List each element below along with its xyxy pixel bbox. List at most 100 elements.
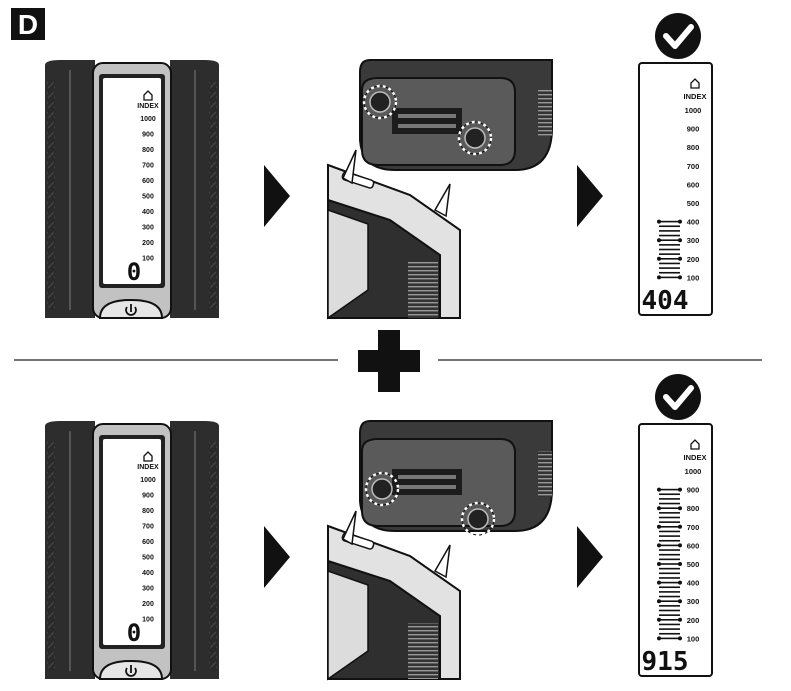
- contact-point: [369, 91, 391, 113]
- bar-segment: [659, 244, 680, 246]
- scale-value: 600: [687, 541, 700, 550]
- scale-value: 1000: [685, 467, 702, 476]
- bar-marker: [678, 543, 682, 548]
- bar-segment: [659, 502, 680, 505]
- probe-pin: [342, 149, 357, 185]
- scale-value: 500: [687, 560, 700, 569]
- bar-marker: [657, 599, 661, 604]
- arrow-right-icon: [264, 526, 290, 588]
- scale-value: 300: [142, 225, 154, 232]
- scale-value: 900: [142, 132, 154, 139]
- scale-value: 700: [687, 523, 700, 532]
- scale-value: 200: [687, 255, 700, 264]
- scale-value: 100: [687, 273, 700, 282]
- bar-marker: [678, 617, 682, 622]
- meter-lcd-edge: [327, 569, 369, 681]
- scale-value: 700: [142, 524, 154, 531]
- bar-marker: [657, 580, 661, 585]
- bar-segment: [659, 526, 680, 528]
- bar-marker: [678, 275, 682, 280]
- bar-marker: [678, 238, 682, 243]
- arrow-right-icon: [264, 165, 290, 227]
- bar-marker: [678, 219, 682, 224]
- scale-value: 400: [687, 579, 700, 588]
- bar-marker: [678, 562, 682, 566]
- bar-marker: [657, 524, 661, 529]
- bar-marker: [657, 219, 661, 224]
- bar-marker: [678, 506, 682, 511]
- scale-value: 500: [687, 199, 700, 208]
- arrow-right-icon: [577, 165, 603, 227]
- scale-value: 100: [687, 634, 700, 643]
- bar-segment: [659, 549, 680, 551]
- bar-segment: [659, 632, 680, 635]
- grip-texture-right: [209, 441, 217, 671]
- bar-segment: [659, 614, 680, 616]
- bar-marker: [678, 524, 682, 529]
- bar-segment: [659, 230, 680, 232]
- bar-segment: [659, 605, 680, 607]
- bar-segment: [659, 539, 680, 542]
- bar-marker: [657, 617, 661, 622]
- bar-marker: [657, 256, 661, 261]
- bar-marker: [657, 562, 661, 566]
- index-label: INDEX: [137, 103, 159, 110]
- bar-segment: [659, 591, 680, 593]
- probe-contact-scene: [327, 420, 553, 681]
- bar-segment: [659, 619, 680, 621]
- bar-segment: [659, 276, 680, 279]
- bar-marker: [678, 256, 682, 261]
- bar-segment: [659, 609, 680, 612]
- bar-segment: [659, 628, 680, 630]
- scale-value: 400: [142, 209, 154, 216]
- checkmark-icon: [655, 374, 701, 420]
- plus-icon: [358, 330, 420, 392]
- scale-value: 400: [142, 570, 154, 577]
- home-icon: [143, 451, 153, 462]
- scale-value: 300: [142, 586, 154, 593]
- bar-segment: [659, 271, 680, 274]
- vent-fins: [538, 90, 552, 136]
- bar-segment: [659, 267, 680, 269]
- bar-segment: [659, 507, 680, 509]
- index-label: INDEX: [684, 92, 707, 101]
- bar-segment: [659, 498, 680, 500]
- bar-marker: [678, 636, 682, 641]
- scale-value: 100: [142, 256, 154, 263]
- vent-fins: [538, 451, 552, 497]
- bar-segment: [659, 225, 680, 228]
- bar-marker: [657, 506, 661, 511]
- scale-value: 700: [687, 162, 700, 171]
- bar-segment: [659, 558, 680, 561]
- scale-value: 1000: [140, 116, 156, 123]
- lcd-reading-result: 915: [642, 647, 689, 677]
- bar-marker: [657, 487, 661, 492]
- scale-value: 600: [142, 539, 154, 546]
- checkmark-icon: [655, 13, 701, 59]
- contact-point: [464, 127, 486, 149]
- scale-value: 800: [687, 504, 700, 513]
- grip-texture-left: [47, 441, 55, 671]
- probe-contact-scene: [327, 59, 553, 320]
- arrow-right-icon: [577, 526, 603, 588]
- scale-value: 900: [687, 486, 700, 495]
- scale-value: 200: [142, 240, 154, 247]
- home-icon: [690, 78, 700, 89]
- scale-value: 800: [142, 508, 154, 515]
- scale-value: 900: [687, 125, 700, 134]
- bar-segment: [659, 512, 680, 514]
- bar-marker: [678, 599, 682, 604]
- scale-value: 1000: [685, 106, 702, 115]
- section-badge: D: [11, 8, 45, 40]
- bar-segment: [659, 577, 680, 579]
- lcd-reading: 0: [127, 619, 141, 647]
- lcd-screen-result: [638, 62, 713, 316]
- bar-segment: [659, 253, 680, 255]
- bar-segment: [659, 220, 680, 223]
- scale-value: 800: [142, 147, 154, 154]
- contact-point: [371, 478, 393, 500]
- bar-segment: [659, 572, 680, 575]
- bar-segment: [659, 258, 680, 260]
